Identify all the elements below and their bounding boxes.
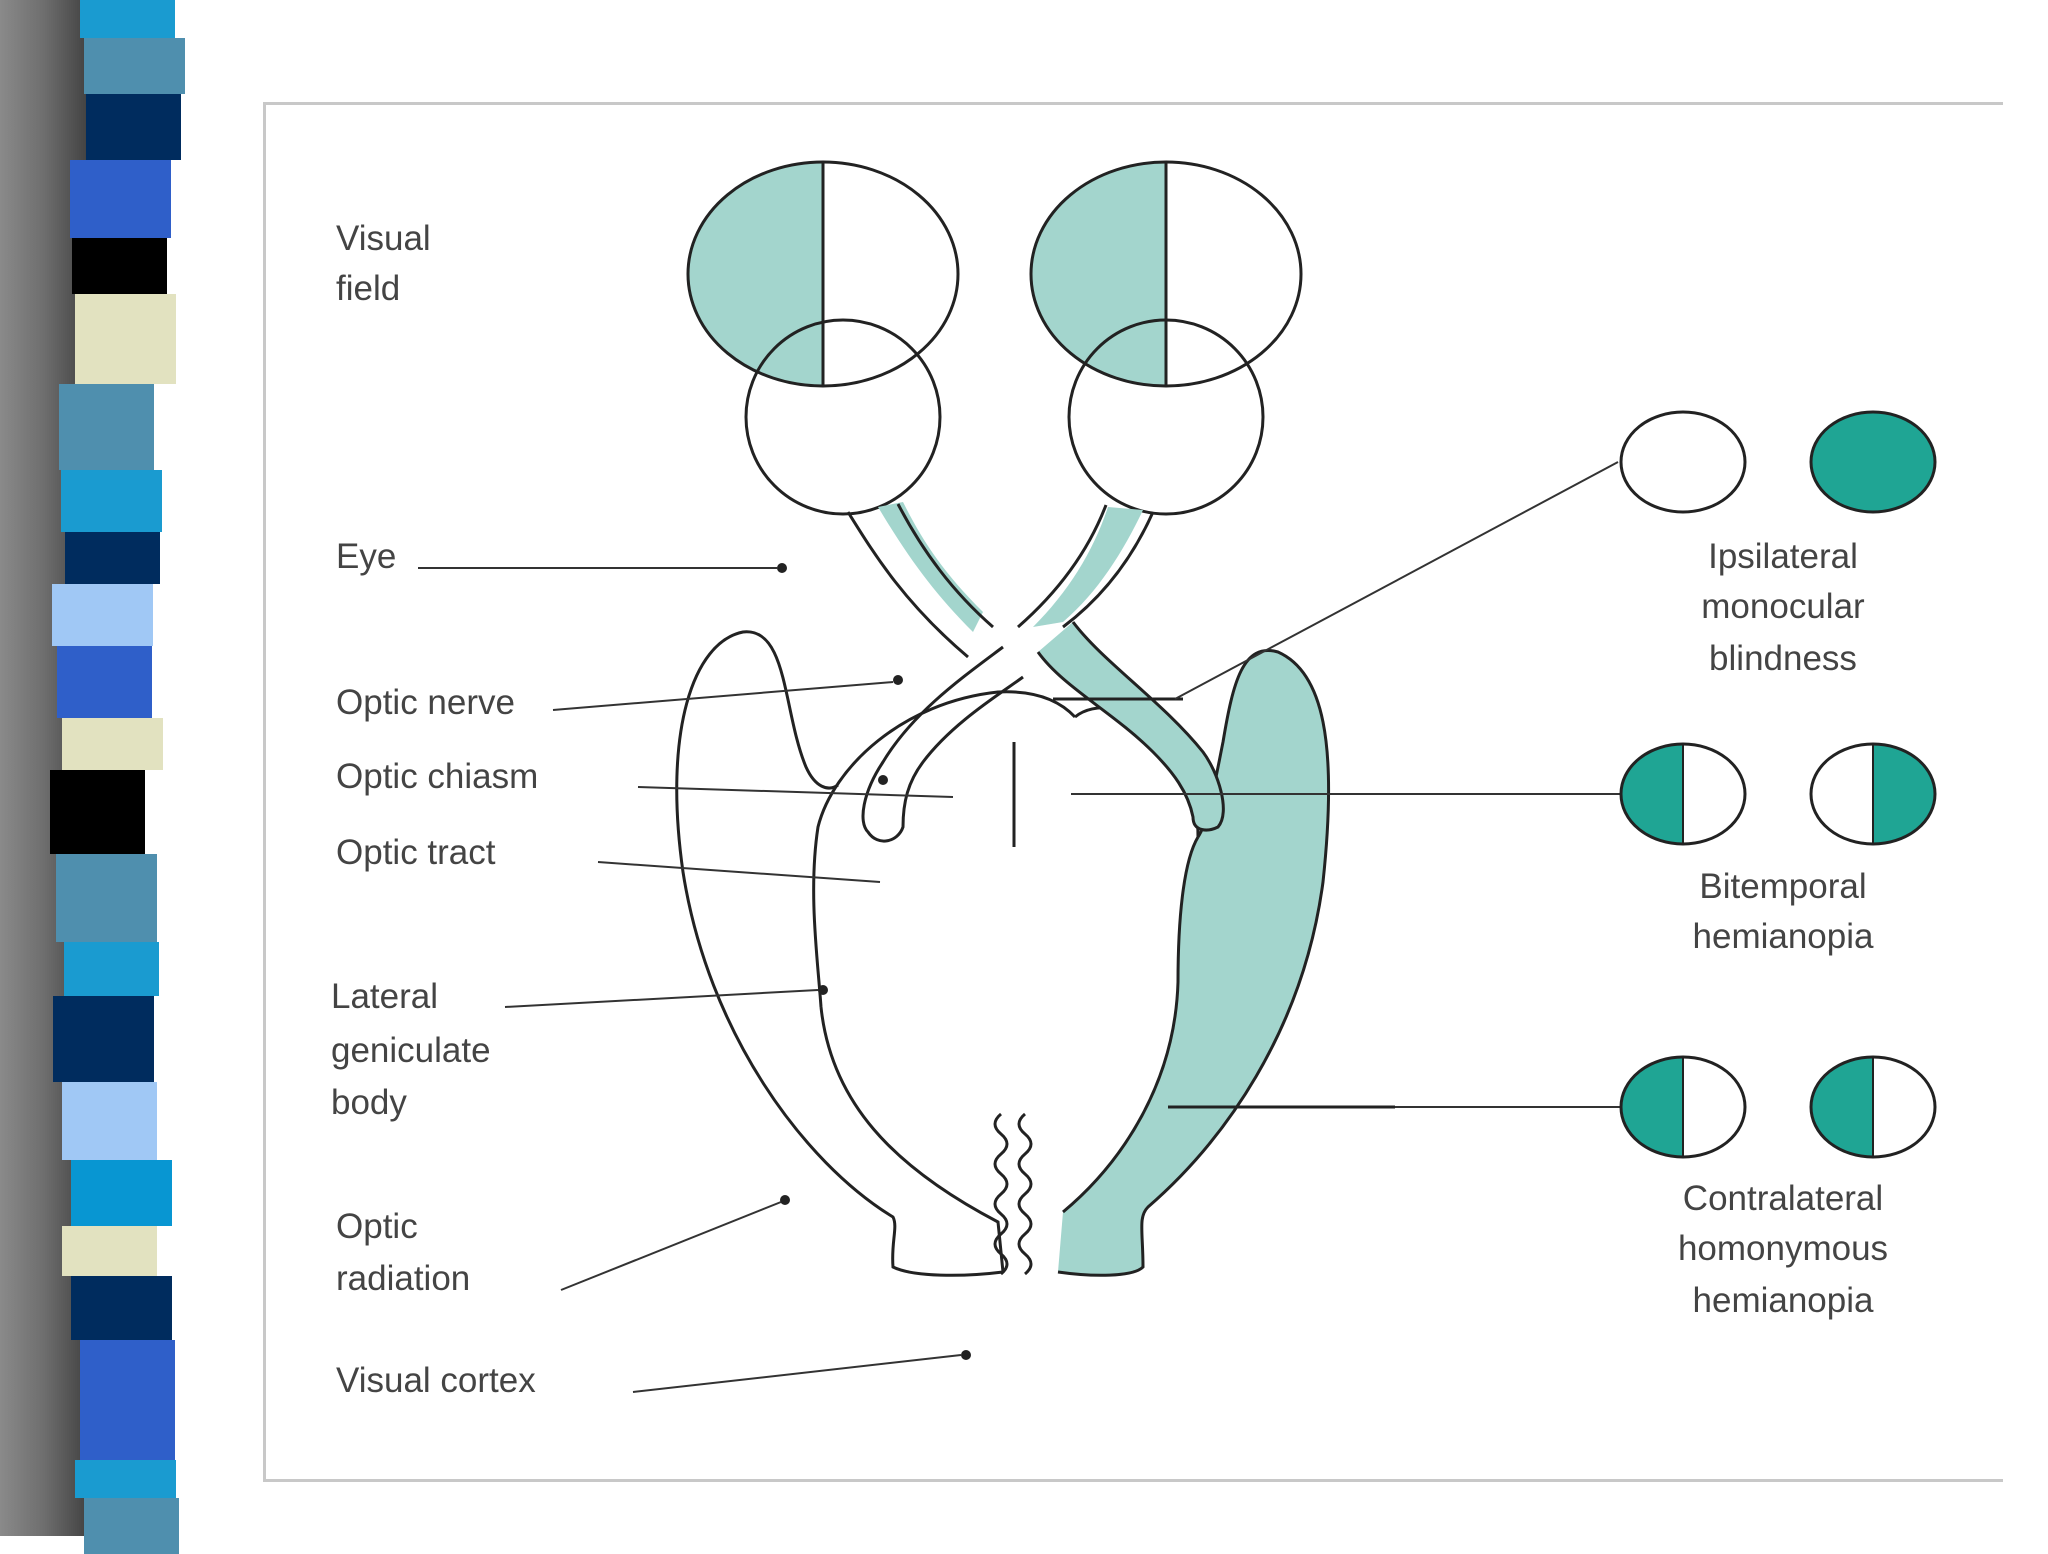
left-hemisphere-medial — [819, 1006, 1005, 1273]
eye-left — [744, 318, 942, 516]
lesion-3-field-right — [1809, 1055, 1937, 1159]
left-hemisphere-inner — [812, 690, 1077, 1008]
stripe-segment — [75, 294, 177, 384]
stripe-segment — [62, 1226, 158, 1276]
optic-tract-right-shaded — [1038, 622, 1224, 830]
label-lgb-3: body — [331, 1083, 407, 1122]
pointer-line-optic-nerve — [552, 681, 894, 711]
stripe-segment — [75, 1460, 177, 1498]
pointer-line-lgb — [504, 989, 819, 1008]
stripe-segment — [70, 1276, 172, 1340]
label-optic-chiasm: Optic chiasm — [336, 757, 538, 796]
visual-pathway-diagram: Visual field Eye Optic nerve Optic chias… — [331, 160, 1937, 1400]
stripe-segment — [62, 718, 164, 770]
label-visual-field-1: Visual — [336, 219, 431, 258]
lesion-1-label-1: Ipsilateral — [1708, 537, 1858, 576]
lesion-2-field-right — [1809, 742, 1937, 846]
pointer-line-optic-tract — [597, 861, 881, 883]
optic-nerve-right-shaded — [1033, 507, 1143, 627]
optic-nerve-right — [1017, 504, 1155, 629]
label-lgb-2: geniculate — [331, 1031, 491, 1070]
lesion-1-field-left — [1619, 410, 1747, 514]
stripe-segment — [53, 996, 155, 1082]
lesion-2-label-1: Bitemporal — [1699, 867, 1866, 906]
stripe-segment — [56, 646, 152, 718]
stripe-segment — [63, 942, 159, 996]
pointer-line-optic-chiasm — [637, 786, 954, 798]
optic-nerve-left-shaded — [878, 502, 983, 632]
eye-right — [1067, 318, 1265, 516]
visual-field-left — [686, 160, 960, 388]
pointer-dot-eye — [777, 563, 787, 573]
right-hemisphere-shaded — [1058, 650, 1329, 1276]
optic-tract-right — [1036, 621, 1225, 832]
visual-field-right-shaded — [1031, 162, 1166, 386]
label-optic-nerve: Optic nerve — [336, 683, 515, 722]
label-optic-radiation-2: radiation — [336, 1259, 470, 1298]
visual-cortex-left-fold — [993, 1112, 1009, 1276]
lesion-1-label-3: blindness — [1709, 639, 1857, 678]
pointer-line-optic-radiation — [560, 1201, 782, 1291]
label-lgb-1: Lateral — [331, 977, 438, 1016]
left-hemisphere-outline — [675, 630, 1004, 1277]
lesion-3-label-3: hemianopia — [1693, 1281, 1874, 1320]
stripe-segment — [58, 384, 154, 470]
visual-cortex-right-fold — [1017, 1112, 1033, 1276]
lesion-field-results — [1619, 410, 1937, 1159]
lesion-3-label-1: Contralateral — [1683, 1179, 1883, 1218]
stripe-segment — [83, 38, 185, 94]
label-eye: Eye — [336, 537, 396, 576]
stripe-segment — [71, 238, 167, 294]
stripe-segment — [71, 1160, 173, 1226]
pointer-dot-optic-radiation — [780, 1195, 790, 1205]
decorative-stripe-bar — [0, 0, 230, 1554]
label-visual-cortex: Visual cortex — [336, 1361, 536, 1400]
lesion-2-label-2: hemianopia — [1693, 917, 1874, 956]
lesion-2-field-left — [1619, 742, 1747, 846]
optic-tract-left — [861, 645, 1024, 843]
stripe-segment — [83, 1498, 179, 1554]
stripe-segment — [56, 854, 158, 942]
visual-field-left-shaded — [688, 162, 823, 386]
stripe-segment — [70, 160, 172, 238]
lesion-3-label-2: homonymous — [1678, 1229, 1888, 1268]
lesion-1-field-right — [1809, 410, 1937, 514]
label-optic-tract: Optic tract — [336, 833, 496, 872]
right-hemisphere-outline — [1057, 649, 1331, 1277]
stripe-segment — [61, 470, 163, 532]
stripe-segment — [65, 532, 161, 584]
stripe-segment — [52, 584, 154, 646]
stripe-segment — [50, 770, 145, 854]
label-optic-radiation-1: Optic — [336, 1207, 418, 1246]
pointer-dot-visual-cortex — [961, 1350, 971, 1360]
pointer-line-visual-cortex — [632, 1354, 962, 1393]
lesion-3-field-left — [1619, 1055, 1747, 1159]
lesion-1-label-2: monocular — [1701, 587, 1865, 626]
stripe-segment — [80, 0, 175, 38]
stripe-segment — [80, 1340, 176, 1460]
pointer-dot-optic-nerve — [893, 675, 903, 685]
right-hemisphere-inner — [1062, 836, 1200, 1214]
visual-field-right — [1029, 160, 1303, 388]
pointer-dot-optic-tract — [878, 775, 888, 785]
pointer-line-lesion-1 — [1174, 461, 1619, 700]
stripe-segment — [86, 94, 182, 160]
optic-nerve-left — [846, 503, 994, 659]
stripe-segment — [61, 1082, 157, 1160]
pointer-dot-lgb — [818, 985, 828, 995]
label-visual-field-2: field — [336, 269, 400, 308]
